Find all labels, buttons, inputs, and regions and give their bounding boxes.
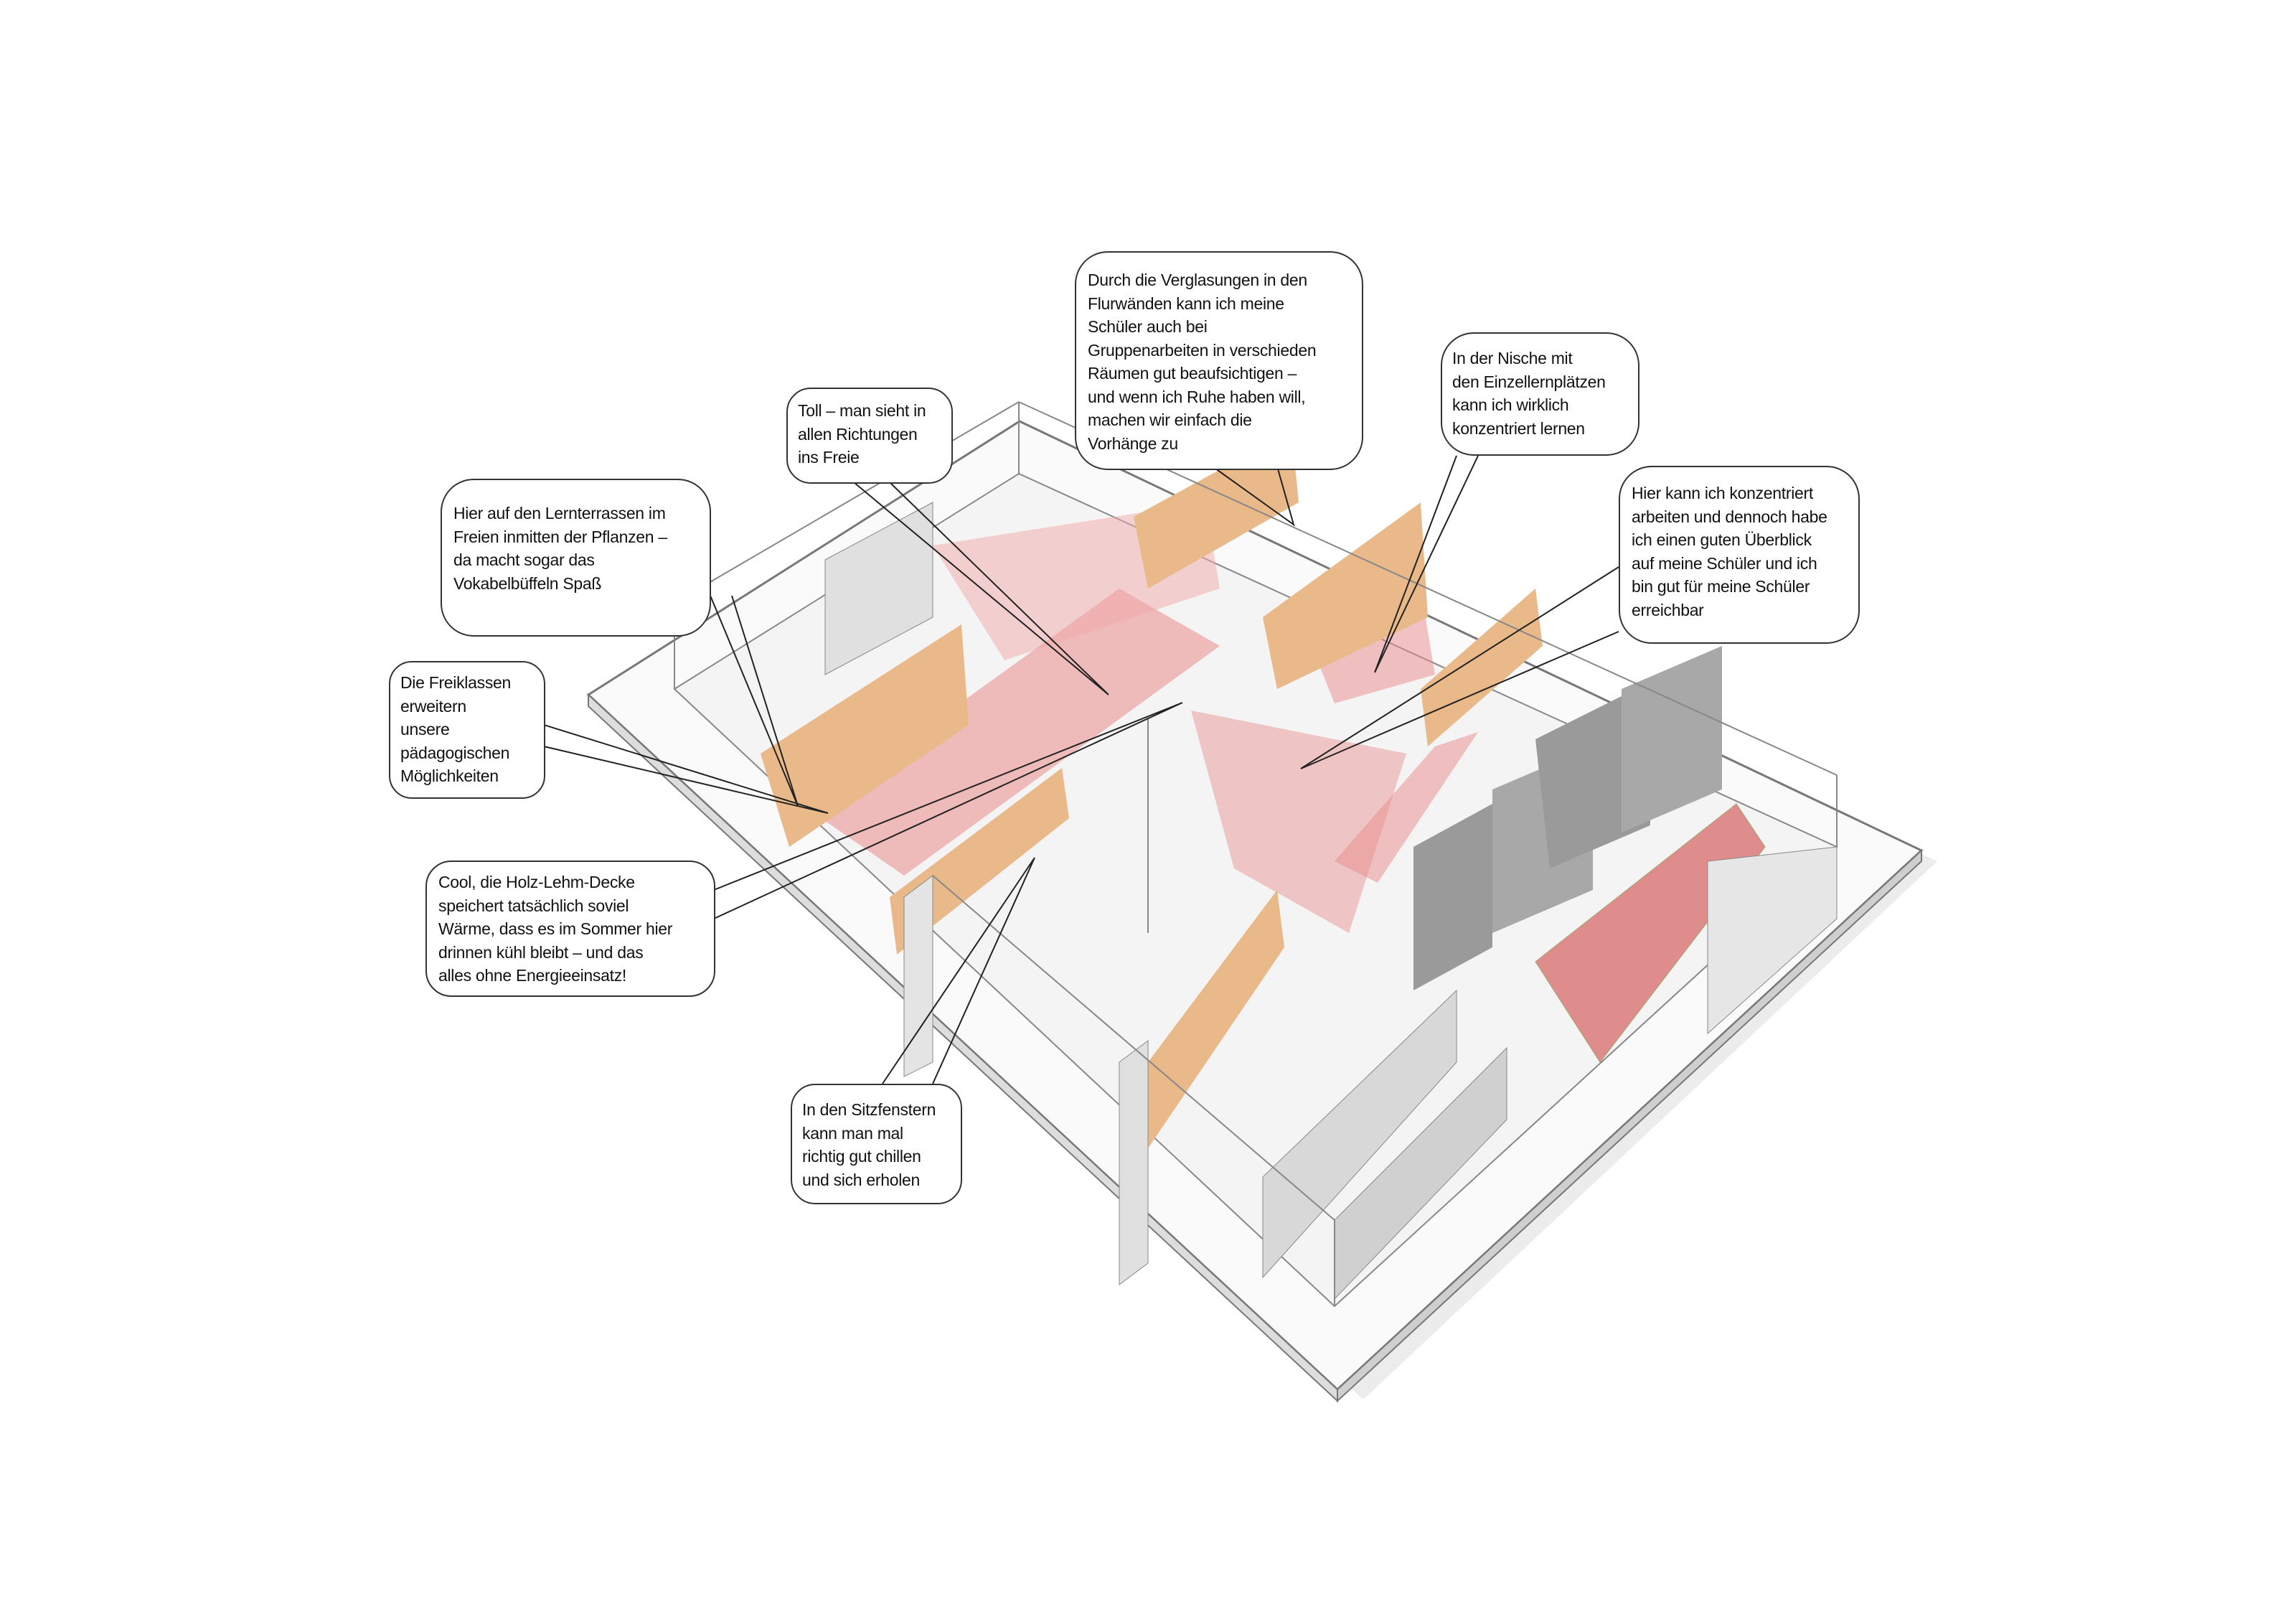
bubble-text: Flurwänden kann ich meine [1088,294,1284,313]
bubble-text: pädagogischen [400,743,510,762]
bubble-text: Die Freiklassen [400,673,511,692]
bubble-text: Möglichkeiten [400,767,499,785]
bubble-text: alles ohne Energieeinsatz! [438,966,626,985]
speech-bubble-glazing: Durch die Verglasungen in den Flurwänden… [1075,251,1363,470]
bubble-text: Vokabelbüffeln Spaß [453,573,602,593]
gray-room-box [1413,804,1492,990]
bubble-text: bin gut für meine Schüler [1632,577,1810,596]
wood-wall [1263,502,1428,689]
speech-bubble-outside-view: Toll – man sieht in allen Richtungen ins… [786,388,953,484]
bubble-text: Durch die Verglasungen in den [1088,271,1307,289]
bubble-text: Cool, die Holz-Lehm-Decke [438,873,635,891]
bubble-text: Schüler auch bei [1088,317,1208,336]
red-floor-zone [1191,711,1406,933]
speech-bubble-niche: In der Nische mit den Einzellernplätzen … [1441,332,1639,456]
bubble-text: allen Richtungen [798,424,918,444]
bubble-text: Wärme, dass es im Sommer hier [438,919,673,938]
speech-bubble-window-seats: In den Sitzfenstern kann man mal richtig… [791,1084,962,1204]
bubble-text: Räumen gut beaufsichtigen – [1088,364,1297,383]
bubble-text: speichert tatsächlich soviel [438,896,629,915]
bubble-text: unsere [400,720,450,739]
wood-wall [1421,589,1543,746]
bubble-text: kann man mal [802,1123,903,1143]
bubble-text: konzentriert lernen [1452,418,1585,438]
bubble-text: machen wir einfach die [1088,411,1252,429]
wall [824,502,933,675]
bubble-text: Vorhänge zu [1088,433,1178,453]
wood-wall [890,768,1069,955]
bubble-text: und wenn ich Ruhe haben will, [1088,387,1306,406]
bubble-text: arbeiten und dennoch habe [1632,507,1827,526]
wall [1119,1040,1149,1285]
base-slab-edge-right [1337,848,1922,1403]
callout-pointers [543,455,1619,1084]
bubble-text: erweitern [400,696,466,716]
bubble-text: ich einen guten Überblick [1632,530,1812,549]
bubble-text: da macht sogar das [453,550,595,569]
bubble-text: den Einzellernplätzen [1452,372,1606,391]
speech-bubble-teacher-overview: Hier kann ich konzentriert arbeiten und … [1619,466,1860,644]
bubble-text: kann ich wirklich [1452,395,1569,414]
red-floor-zone [1335,732,1478,883]
bubble-text: und sich erholen [802,1170,920,1189]
bubble-text: Hier kann ich konzentriert [1632,484,1813,502]
bubble-text: In den Sitzfenstern [802,1100,936,1119]
wall [903,875,933,1077]
wall [1707,846,1838,1035]
gray-room-box [1622,646,1722,833]
bubble-text: In der Nische mit [1452,349,1573,367]
speech-bubble-ceiling: Cool, die Holz-Lehm-Decke speichert tats… [425,861,715,997]
bubble-text: Gruppenarbeiten in verschieden [1088,340,1317,360]
wood-wall [1134,431,1299,589]
bubble-text: Hier auf den Lernterrassen im [453,504,666,522]
bubble-text: drinnen kühl bleibt – und das [438,942,644,962]
bubble-text: richtig gut chillen [802,1147,921,1166]
bubble-text: ins Freie [798,448,860,467]
speech-bubble-terraces: Hier auf den Lernterrassen im Freien inm… [441,479,711,637]
bubble-text: Toll – man sieht in [798,401,926,420]
wood-wall [761,624,969,847]
wall [1262,989,1457,1279]
wood-wall [1126,890,1284,1148]
red-floor-zone [811,589,1220,876]
bubble-text: erreichbar [1632,600,1704,619]
speech-bubble-open-classes: Die Freiklassen erweitern unsere pädagog… [389,661,545,799]
bubble-text: Freien inmitten der Pflanzen – [453,527,667,546]
bubble-text: auf meine Schüler und ich [1632,553,1817,573]
